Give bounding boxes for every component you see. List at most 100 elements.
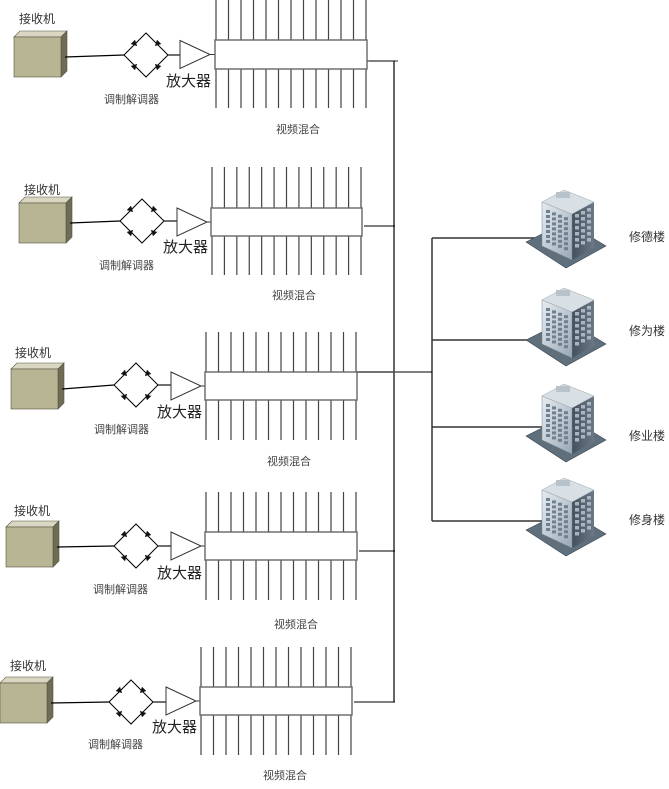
demodulator-label: 调制解调器 [88, 738, 143, 751]
receiver-wire [61, 384, 115, 390]
building-window [546, 328, 550, 331]
diode-bridge [119, 198, 165, 244]
receiver-label: 接收机 [15, 346, 52, 360]
building-window [587, 220, 591, 224]
building-window [564, 515, 568, 519]
building-window [564, 232, 568, 236]
receiver-front-face [13, 36, 62, 78]
building-window [564, 510, 568, 514]
building-window [564, 505, 568, 509]
building-window [564, 530, 568, 534]
diode-bridge [113, 523, 159, 569]
mixer-label: 视频混合 [263, 769, 307, 782]
signal-chain [5, 492, 395, 600]
amplifier-label: 放大器 [157, 403, 203, 421]
building-roof-unit [556, 386, 570, 392]
building-window [564, 426, 568, 430]
building-window [552, 520, 556, 524]
building-window [552, 310, 556, 314]
demodulator-label: 调制解调器 [94, 423, 149, 436]
building-window [564, 520, 568, 524]
mixer-label: 视频混合 [274, 618, 318, 631]
building-window [546, 434, 550, 437]
building-window [581, 499, 585, 503]
building-window [581, 517, 585, 521]
amplifier-label: 放大器 [152, 718, 198, 736]
building-window [558, 418, 562, 422]
building-window [558, 433, 562, 437]
building-window [552, 431, 556, 435]
building-window [558, 229, 562, 233]
receiver-side-face [60, 30, 68, 78]
building-window [564, 416, 568, 420]
building-window [587, 414, 591, 418]
building-window [546, 508, 550, 511]
receiver-front-face [0, 682, 48, 724]
building-window [587, 514, 591, 518]
building-window [552, 325, 556, 329]
building-window [575, 324, 579, 328]
building-window [575, 232, 579, 236]
building-window [564, 340, 568, 344]
building-window [546, 313, 550, 316]
building-window [581, 435, 585, 439]
building-window [564, 325, 568, 329]
video-mixer [199, 647, 353, 755]
building-window [575, 244, 579, 248]
building-label: 修德楼 [629, 230, 666, 244]
building-window [581, 529, 585, 533]
building-window [558, 244, 562, 248]
receiver-icon [5, 520, 60, 568]
receiver-wire [56, 545, 115, 548]
building-window [558, 317, 562, 321]
building-window [552, 510, 556, 514]
building-window [581, 229, 585, 233]
receiver-top-face [5, 520, 60, 528]
building-window [552, 416, 556, 420]
mixer-bar [214, 39, 368, 70]
mixer-bar [199, 686, 353, 716]
receiver-label: 接收机 [19, 12, 56, 26]
video-mixer [214, 0, 368, 108]
building-window [581, 505, 585, 509]
mixer-label: 视频混合 [267, 455, 311, 468]
signal-chain [10, 332, 395, 440]
receiver-front-face [5, 526, 54, 568]
receiver-top-face [0, 676, 54, 684]
building-window [587, 312, 591, 316]
amplifier-icon [170, 531, 203, 561]
building-window [587, 318, 591, 322]
building-window [581, 327, 585, 331]
building-window [564, 242, 568, 246]
amplifier-label: 放大器 [157, 564, 203, 582]
building-window [564, 411, 568, 415]
building-window [587, 408, 591, 412]
building-window [558, 517, 562, 521]
building-window [552, 530, 556, 534]
building-window [552, 217, 556, 221]
building-window [546, 230, 550, 233]
building-window [558, 214, 562, 218]
building-window [552, 505, 556, 509]
demodulator-icon [108, 679, 154, 725]
demodulator-icon [113, 362, 159, 408]
building-window [546, 424, 550, 427]
building-window [552, 222, 556, 226]
building-window [546, 215, 550, 218]
building-window [552, 340, 556, 344]
receiver-front-face [18, 202, 67, 244]
building-label: 修为楼 [629, 324, 666, 338]
building-window [564, 217, 568, 221]
building-window [546, 240, 550, 243]
building-window [546, 409, 550, 412]
building-window [581, 333, 585, 337]
building-window [558, 332, 562, 336]
mixer-bar [204, 371, 358, 401]
building-window [558, 224, 562, 228]
building-window [587, 238, 591, 242]
building-window [581, 417, 585, 421]
building-window [575, 214, 579, 218]
building-roof-unit [556, 480, 570, 486]
building-window [564, 222, 568, 226]
building-window [587, 432, 591, 436]
